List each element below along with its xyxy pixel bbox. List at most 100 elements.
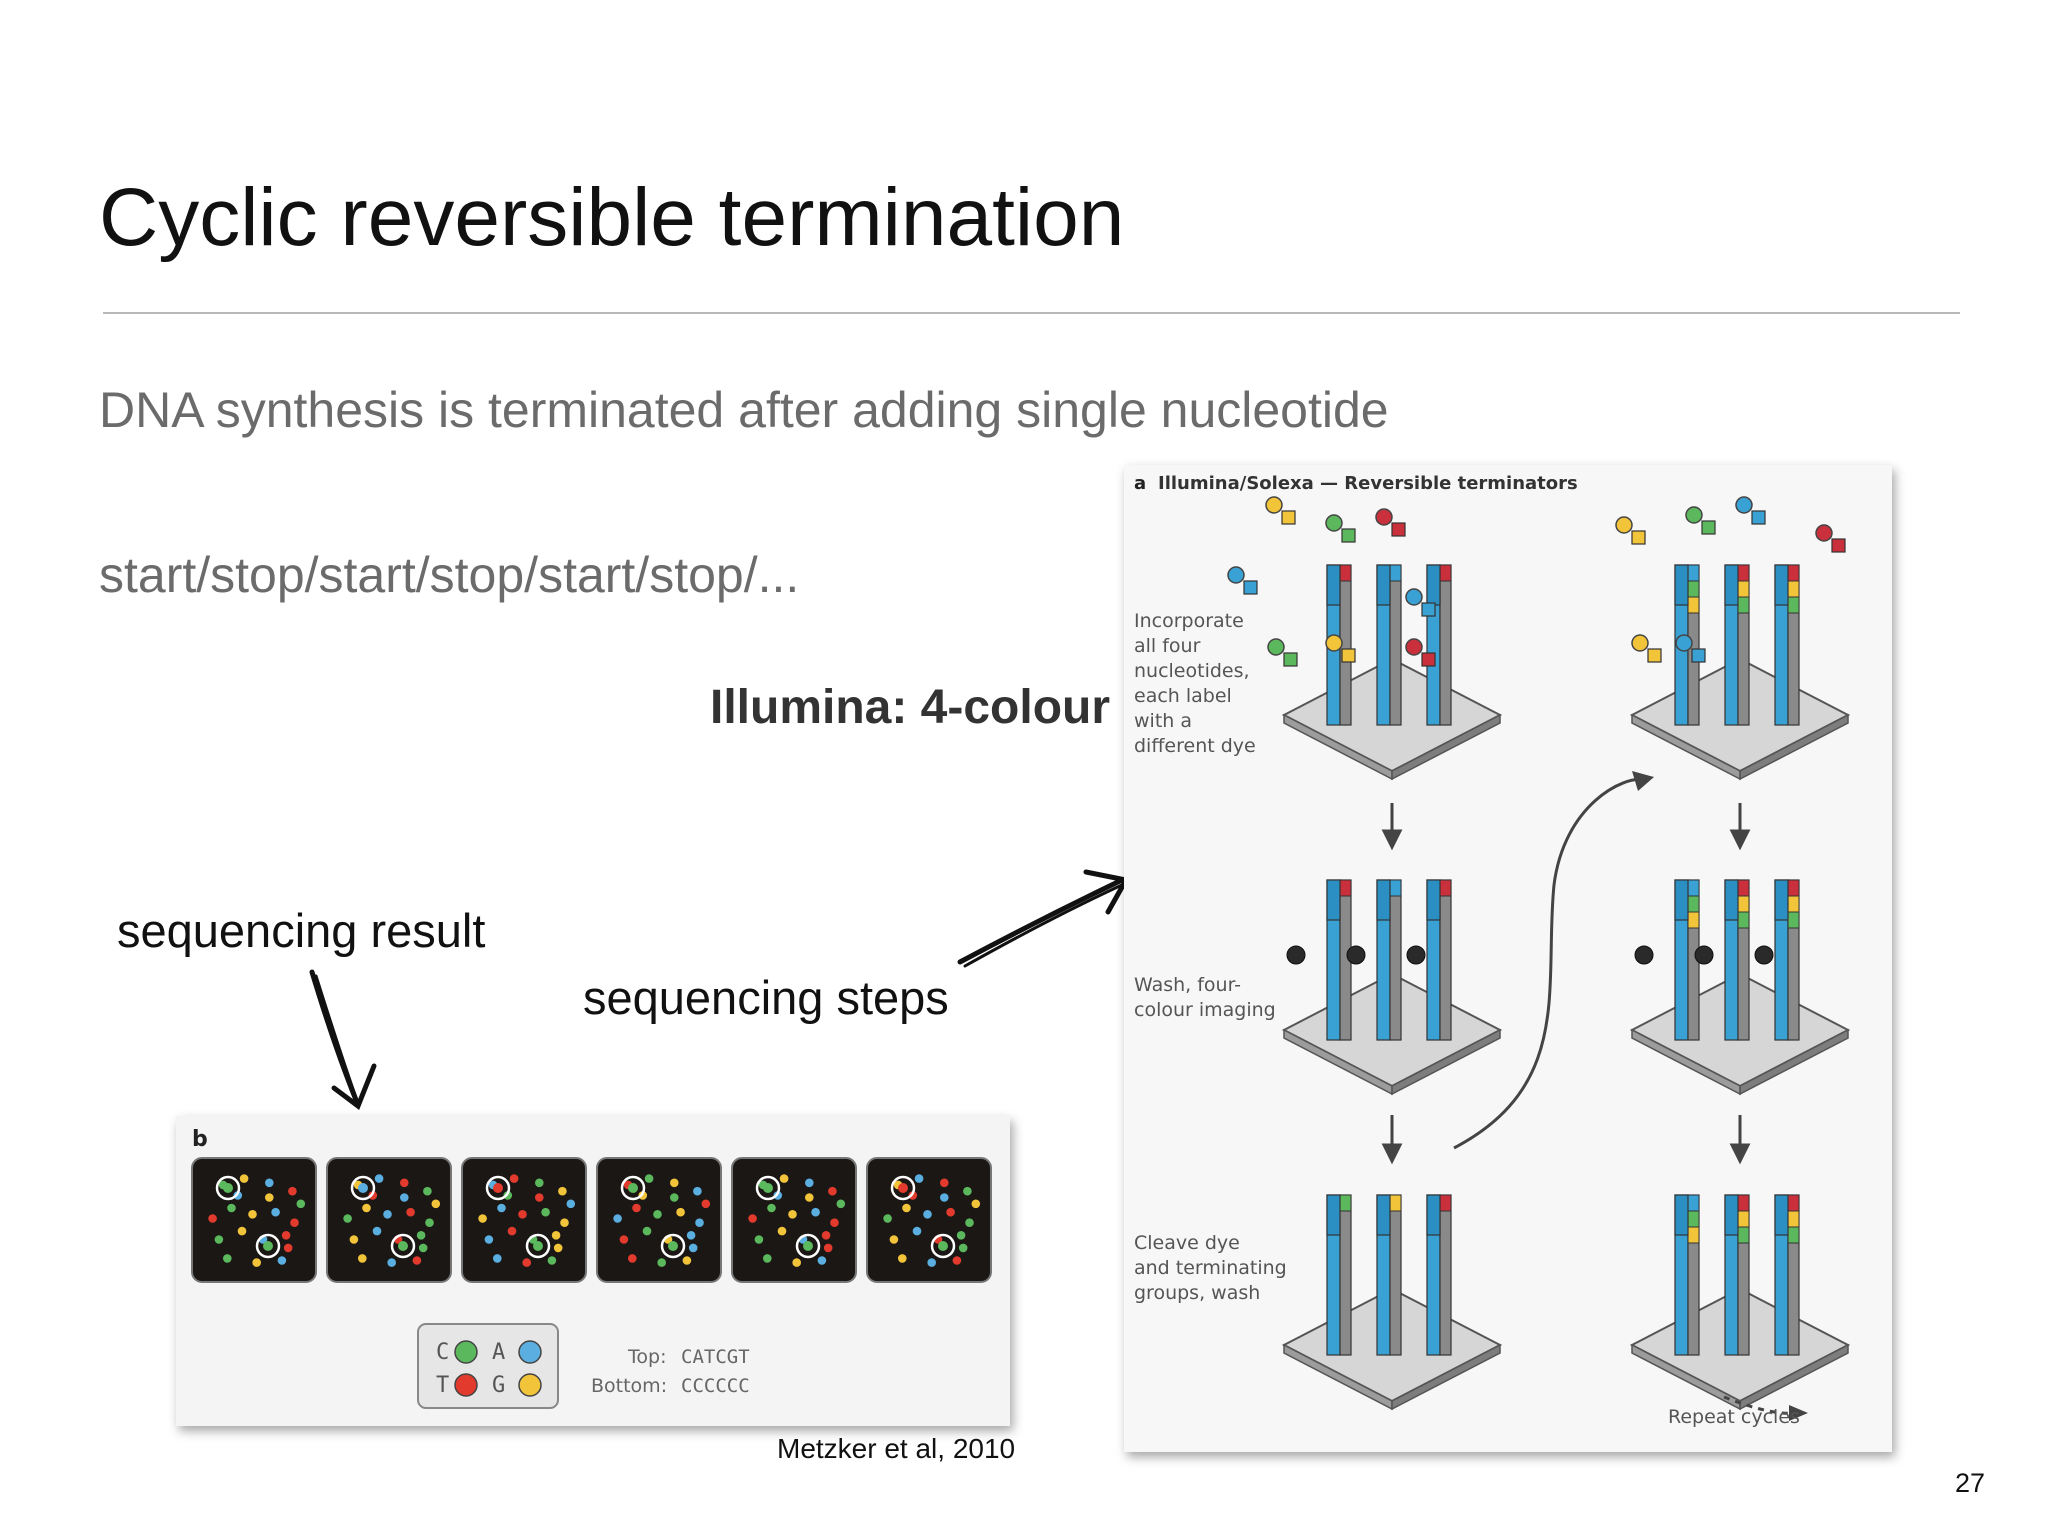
step1-line-4: each label — [1134, 685, 1232, 707]
dye-marker-icon — [1754, 945, 1774, 965]
cluster-dot — [748, 1214, 757, 1223]
dna-strand — [1724, 879, 1750, 1041]
nucleotide-dye-icon — [1325, 514, 1356, 543]
cluster-dot — [343, 1214, 352, 1223]
highlight-circle — [485, 1175, 511, 1201]
highlight-circle — [350, 1175, 376, 1201]
cluster-dot — [883, 1214, 892, 1223]
legend-base-c: C — [436, 1340, 449, 1365]
step3-line-3: groups, wash — [1134, 1282, 1260, 1304]
dna-strand — [1674, 1194, 1700, 1356]
cluster-dot — [657, 1258, 666, 1267]
cluster-image — [866, 1157, 992, 1283]
arrow-to-result-icon — [309, 969, 377, 1110]
legend-base-t: T — [436, 1373, 449, 1398]
sequencing-steps-label: sequencing steps — [583, 971, 949, 1024]
page-number: 27 — [1955, 1468, 1986, 1498]
dye-marker-icon — [1634, 945, 1654, 965]
cluster-dot — [963, 1186, 972, 1196]
cluster-dot — [670, 1178, 679, 1188]
step2-line-2: colour imaging — [1134, 999, 1276, 1021]
dna-strand — [1426, 1194, 1452, 1356]
highlight-circle — [890, 1175, 916, 1201]
dna-strand — [1326, 1194, 1352, 1356]
highlight-circle — [525, 1233, 551, 1259]
cluster-dot — [507, 1226, 517, 1236]
cluster-dot — [940, 1193, 949, 1202]
cluster-dot — [558, 1186, 567, 1196]
highlight-circle — [795, 1233, 821, 1259]
cluster-dot — [239, 1174, 249, 1183]
cluster-dot — [484, 1235, 494, 1244]
cluster-dot — [688, 1243, 698, 1253]
step1-line-5: with a — [1134, 710, 1192, 732]
highlight-dot — [263, 1241, 273, 1251]
cluster-image — [596, 1157, 722, 1283]
cluster-dot — [817, 1256, 827, 1265]
cluster-dot — [252, 1258, 261, 1267]
arrow-to-steps-icon — [957, 869, 1130, 968]
dna-strand — [1326, 879, 1352, 1041]
cluster-dot — [493, 1254, 502, 1263]
cluster-dot — [283, 1243, 293, 1253]
dna-strand — [1774, 1194, 1800, 1356]
highlight-circle — [390, 1233, 416, 1259]
cluster-dot — [653, 1210, 662, 1219]
panel-a-letter: a — [1134, 473, 1146, 494]
nucleotide-dye-icon — [1685, 506, 1716, 535]
nucleotide-dye-icon — [1375, 508, 1406, 537]
cluster-dot — [632, 1203, 641, 1213]
highlight-dot — [803, 1241, 813, 1251]
cluster-dot — [958, 1243, 968, 1253]
cluster-dot — [889, 1235, 899, 1244]
cluster-dot — [423, 1186, 432, 1196]
cluster-image — [191, 1157, 317, 1283]
figure-panel-a: a Illumina/Solexa — Reversible terminato… — [1124, 465, 1892, 1452]
step3-line-2: and terminating — [1134, 1257, 1287, 1279]
cluster-dot — [898, 1254, 907, 1263]
cluster-dot — [927, 1258, 936, 1267]
cluster-dot — [805, 1178, 814, 1188]
cluster-image — [731, 1157, 857, 1283]
nucleotide-dye-icon — [1615, 516, 1646, 545]
highlight-dot — [668, 1241, 678, 1251]
cluster-dot — [777, 1226, 787, 1236]
cluster-dot — [566, 1199, 576, 1209]
highlight-circle — [930, 1233, 956, 1259]
cluster-image — [326, 1157, 452, 1283]
nucleotide-dye-icon — [1631, 634, 1662, 663]
cluster-dot — [497, 1203, 506, 1213]
highlight-circle — [755, 1175, 781, 1201]
illumina-label: Illumina: 4-colour — [710, 681, 1111, 734]
nucleotide-dye-icon — [1265, 496, 1296, 525]
cluster-dot — [362, 1203, 371, 1213]
cluster-dot — [535, 1193, 544, 1202]
cluster-dot — [214, 1235, 224, 1244]
cluster-dot — [682, 1256, 692, 1265]
cluster-dot — [383, 1210, 392, 1219]
cluster-dot — [693, 1186, 702, 1196]
cluster-dot — [914, 1174, 924, 1183]
highlight-dot — [223, 1183, 233, 1193]
bottom-label: Bottom: — [591, 1375, 667, 1397]
cluster-dot — [952, 1256, 962, 1265]
legend-dot-a — [518, 1340, 542, 1364]
cluster-dot — [836, 1199, 846, 1209]
cluster-dot — [237, 1226, 247, 1236]
flow-cell-platform — [1281, 564, 1503, 781]
cluster-dot — [518, 1210, 527, 1219]
cluster-dot — [676, 1207, 685, 1217]
dna-strand — [1724, 564, 1750, 726]
highlight-dot — [628, 1183, 638, 1193]
legend-dot-g — [518, 1373, 542, 1397]
nucleotide-dye-icon — [1405, 638, 1436, 667]
flow-cell-platform — [1629, 564, 1851, 781]
dna-strand — [1376, 564, 1402, 726]
cluster-dot — [425, 1218, 434, 1227]
legend-dot-t — [454, 1373, 478, 1397]
dna-strand — [1376, 879, 1402, 1041]
step2-line-1: Wash, four- — [1134, 974, 1241, 996]
flow-cell-platform — [1281, 879, 1503, 1096]
dye-marker-icon — [1286, 945, 1306, 965]
